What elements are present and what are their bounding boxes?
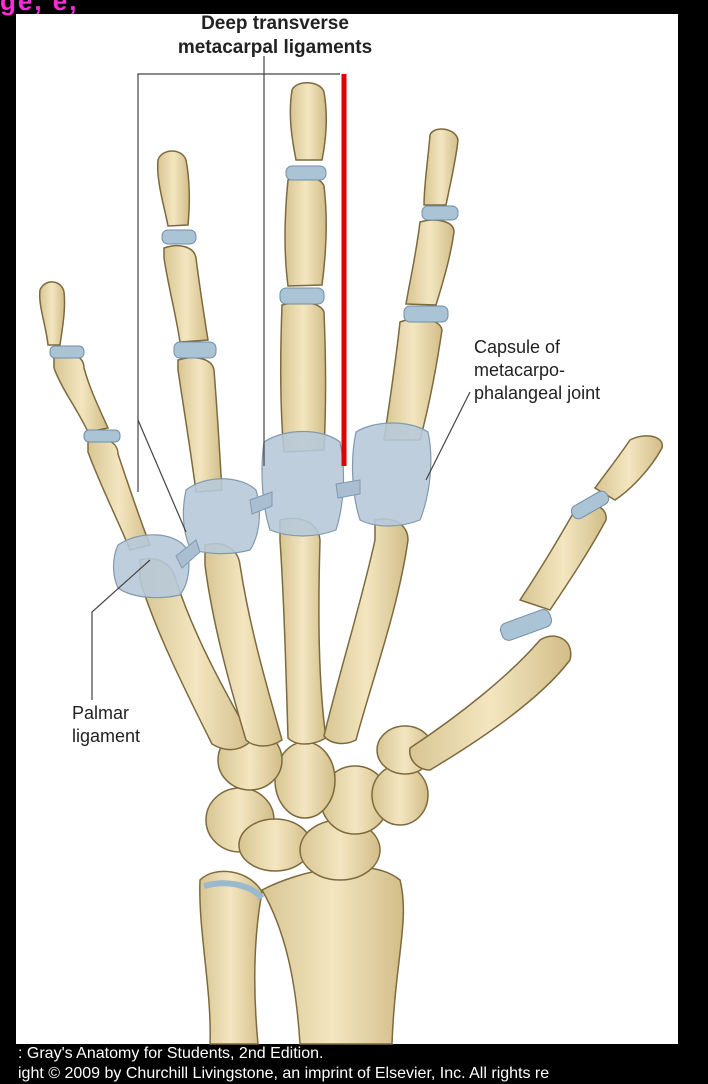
phalanges [38, 82, 663, 611]
corner-handwriting: ge, e, [0, 0, 79, 16]
ulna-bone [199, 870, 265, 1045]
radius-bone [260, 866, 405, 1045]
joint-cartilage [49, 165, 610, 641]
citation-line-2: ight © 2009 by Churchill Livingstone, an… [18, 1065, 550, 1082]
source-citation: : Gray's Anatomy for Students, 2nd Editi… [18, 1044, 708, 1084]
leader-lines [91, 56, 471, 700]
deep-transverse-metacarpal-ligaments-label: Deep transverse metacarpal ligaments [177, 13, 373, 58]
palmar-ligament-label: Palmar ligament [72, 703, 141, 746]
citation-line-1: : Gray's Anatomy for Students, 2nd Editi… [18, 1045, 324, 1062]
capsule-mcp-joint-label: Capsule of metacarpo- phalangeal joint [474, 337, 601, 403]
metacarpal-bones [139, 517, 572, 771]
mcp-joint-capsules [112, 422, 432, 599]
carpal-bones [205, 725, 434, 881]
deep-transverse-metacarpal-ligaments [175, 479, 361, 569]
